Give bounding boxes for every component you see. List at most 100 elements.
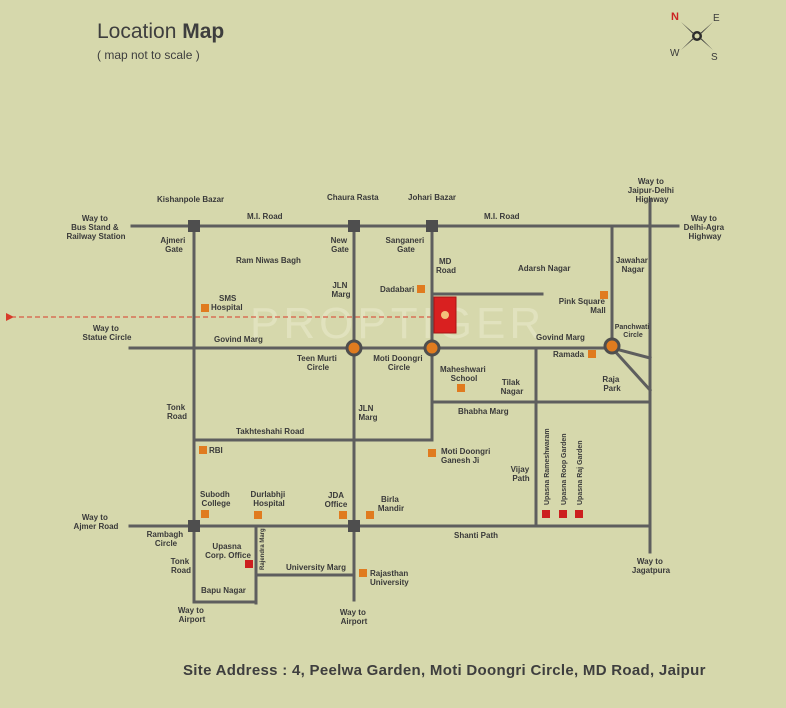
label-way-bus-stand: Way to Bus Stand & Railway Station xyxy=(66,214,125,241)
pink-square-marker-icon xyxy=(600,291,608,299)
label-tonk-road-1: Tonk Road xyxy=(167,403,188,421)
label-ajmeri-gate: Ajmeri Gate xyxy=(160,236,187,254)
label-chaura-rasta: Chaura Rasta xyxy=(327,193,379,202)
site-address: Site Address : 4, Peelwa Garden, Moti Do… xyxy=(183,662,706,679)
jda-marker-icon xyxy=(339,511,347,519)
label-moti-doongri-circle: Moti Doongri Circle xyxy=(373,354,425,372)
durlabhji-marker-icon xyxy=(254,511,262,519)
maheshwari-marker-icon xyxy=(457,384,465,392)
label-new-gate: New Gate xyxy=(331,236,350,254)
label-upasna-rameshwaram: Upasna Rameshwaram xyxy=(544,428,551,505)
subodh-marker-icon xyxy=(201,510,209,518)
birla-mandir-marker-icon xyxy=(366,511,374,519)
map-title-light: Location xyxy=(97,20,183,43)
map-title-bold: Map xyxy=(182,20,225,43)
map-subtitle: ( map not to scale ) xyxy=(97,48,200,62)
junction-chaura-rasta xyxy=(348,220,360,232)
label-bhabha-marg: Bhabha Marg xyxy=(458,407,509,416)
label-takhteshahi-road: Takhteshahi Road xyxy=(236,427,304,436)
label-tonk-road-2: Tonk Road xyxy=(171,557,192,575)
label-way-ajmer-road: Way to Ajmer Road xyxy=(74,513,119,531)
watermark: PROPTIGER xyxy=(250,299,545,348)
compass-icon: N E W S xyxy=(670,11,720,63)
label-vijay-path: Vijay Path xyxy=(511,465,532,483)
rbi-marker-icon xyxy=(199,446,207,454)
dadabari-marker-icon xyxy=(417,285,425,293)
label-sanganeri-gate: Sanganeri Gate xyxy=(386,236,427,254)
label-upasna-corp-office: Upasna Corp. Office xyxy=(205,542,251,560)
compass-w: W xyxy=(670,48,680,59)
label-way-airport-1: Way to Airport xyxy=(178,606,206,624)
label-way-jaipur-delhi: Way to Jaipur-Delhi Highway xyxy=(628,177,676,204)
label-rambagh-circle: Rambagh Circle xyxy=(147,530,186,548)
label-tilak-nagar: Tilak Nagar xyxy=(501,378,524,396)
label-mi-road-2: M.I. Road xyxy=(484,212,520,221)
label-jawahar-nagar: Jawahar Nagar xyxy=(616,256,650,274)
label-birla-mandir: Birla Mandir xyxy=(378,495,404,513)
label-rajasthan-university: Rajasthan University xyxy=(370,569,410,587)
label-pink-square-mall: Pink Square Mall xyxy=(559,297,607,315)
upasna-roop-marker-icon xyxy=(559,510,567,518)
label-dadabari: Dadabari xyxy=(380,285,414,294)
label-way-airport-2: Way to Airport xyxy=(340,608,368,626)
label-subodh-college: Subodh College xyxy=(200,490,232,508)
ganesh-ji-marker-icon xyxy=(428,449,436,457)
junction-jda xyxy=(348,520,360,532)
moti-doongri-circle-icon xyxy=(423,339,441,357)
junction-rambagh xyxy=(188,520,200,532)
teen-murti-circle-icon xyxy=(345,339,363,357)
label-rbi: RBI xyxy=(209,446,223,455)
label-rajendra-marg: Rajendra Marg xyxy=(260,528,266,570)
label-durlabhji-hospital: Durlabhji Hospital xyxy=(251,490,288,508)
label-panchwati-circle: Panchwati Circle xyxy=(615,324,652,339)
upasna-markers xyxy=(245,510,583,568)
sms-hospital-marker-icon xyxy=(201,304,209,312)
label-upasna-roop-garden: Upasna Roop Garden xyxy=(561,433,568,505)
ramada-marker-icon xyxy=(588,350,596,358)
site-marker-icon xyxy=(433,296,457,334)
upasna-corp-marker-icon xyxy=(245,560,253,568)
label-way-jagatpura: Way to Jagatpura xyxy=(632,557,671,575)
label-md-road: MD Road xyxy=(436,257,456,275)
panchwati-ramp-1 xyxy=(609,345,653,393)
label-adarsh-nagar: Adarsh Nagar xyxy=(518,264,570,273)
label-ram-niwas-bagh: Ram Niwas Bagh xyxy=(236,256,301,265)
label-way-delhi-agra: Way to Delhi-Agra Highway xyxy=(684,214,727,241)
landmarks xyxy=(199,285,608,577)
label-johari-bazar: Johari Bazar xyxy=(408,193,456,202)
label-university-marg: University Marg xyxy=(286,563,346,572)
junction-johari-bazar xyxy=(426,220,438,232)
junction-kishanpole xyxy=(188,220,200,232)
label-bapu-nagar: Bapu Nagar xyxy=(201,586,246,595)
label-maheshwari-school: Maheshwari School xyxy=(440,365,488,383)
roads xyxy=(128,198,680,605)
label-kishanpole-bazar: Kishanpole Bazar xyxy=(157,195,224,204)
map-title: Location Map xyxy=(97,20,224,44)
label-jln-marg-1: JLN Marg xyxy=(331,281,350,299)
map-labels: Kishanpole Bazar Chaura Rasta Johari Baz… xyxy=(66,177,727,626)
label-jln-marg-2: JLN Marg xyxy=(358,404,377,422)
label-teen-murti-circle: Teen Murti Circle xyxy=(297,354,339,372)
label-mi-road-1: M.I. Road xyxy=(247,212,283,221)
label-govind-marg-1: Govind Marg xyxy=(214,335,263,344)
label-jda-office: JDA Office xyxy=(325,491,348,509)
traffic-circles xyxy=(345,337,621,357)
label-moti-doongri-ganesh: Moti Doongri Ganesh Ji xyxy=(441,447,493,465)
upasna-raj-marker-icon xyxy=(575,510,583,518)
label-upasna-raj-garden: Upasna Raj Garden xyxy=(577,440,584,505)
compass-n: N xyxy=(671,11,679,23)
label-govind-marg-2: Govind Marg xyxy=(536,333,585,342)
panchwati-circle-icon xyxy=(603,337,621,355)
label-ramada: Ramada xyxy=(553,350,585,359)
upasna-rameshwaram-marker-icon xyxy=(542,510,550,518)
label-way-statue-circle: Way to Statue Circle xyxy=(83,324,132,342)
label-shanti-path: Shanti Path xyxy=(454,531,498,540)
label-sms-hospital: SMS Hospital xyxy=(211,294,243,312)
compass-s: S xyxy=(711,52,718,63)
compass-e: E xyxy=(713,13,720,24)
label-raja-park: Raja Park xyxy=(602,375,621,393)
intersections xyxy=(188,220,438,532)
rajasthan-univ-marker-icon xyxy=(359,569,367,577)
